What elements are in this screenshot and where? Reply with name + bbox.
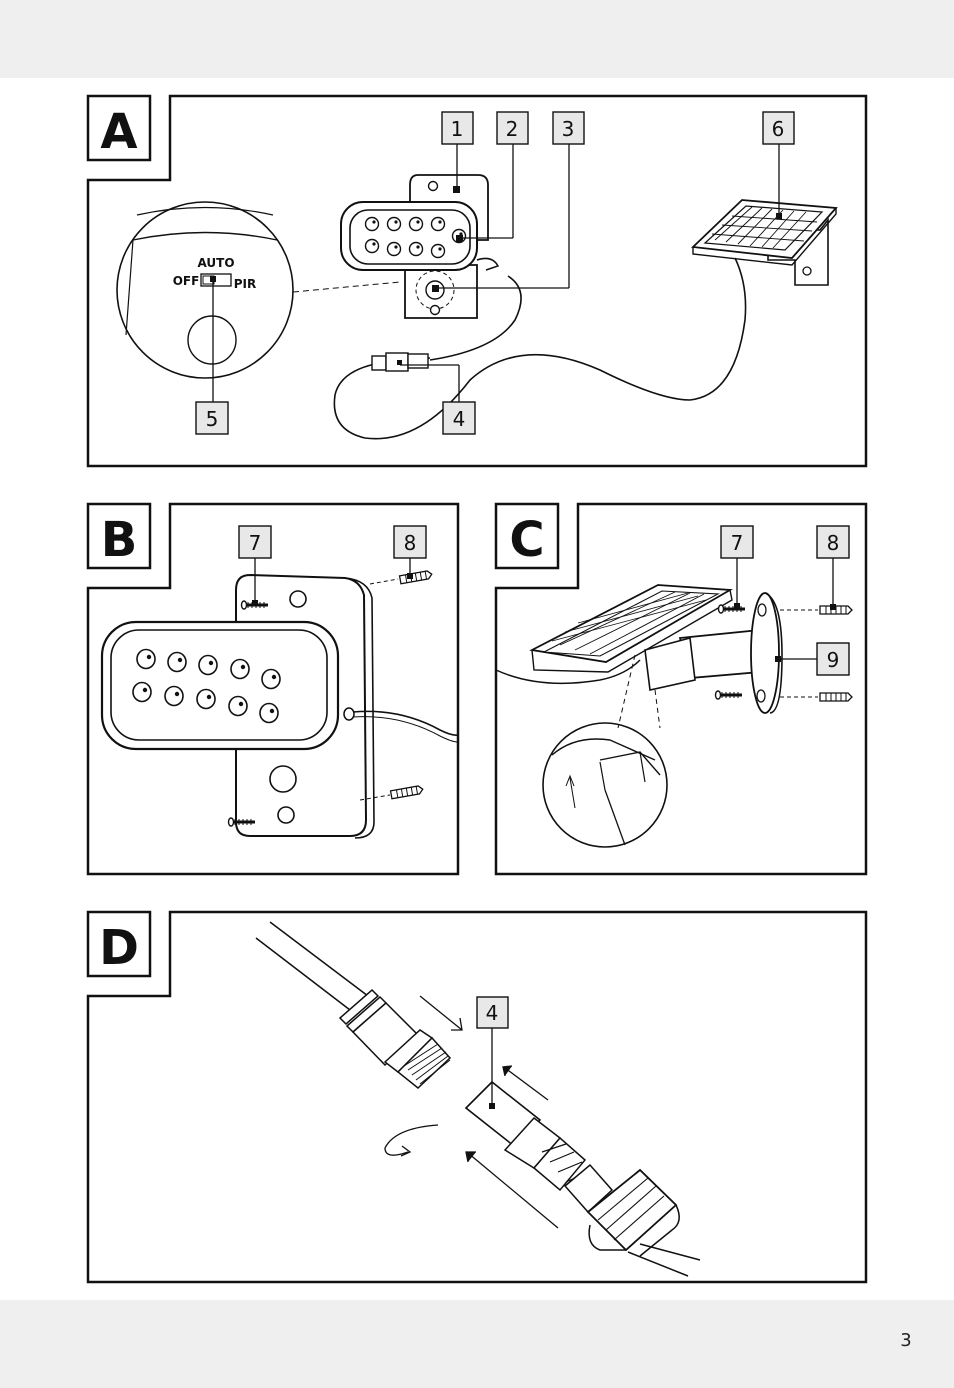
panel-c-letter: C <box>509 512 544 568</box>
svg-text:1: 1 <box>451 117 464 141</box>
panel-b-tag: B <box>88 504 150 568</box>
switch-off-label: OFF <box>173 274 200 288</box>
panel-a-tag: A <box>88 96 150 160</box>
panel-c: C <box>496 504 866 874</box>
panel-b: B <box>88 504 458 874</box>
panel-a-letter: A <box>100 104 137 160</box>
callout-8-b: 8 <box>394 526 426 558</box>
callout-7-c: 7 <box>721 526 753 558</box>
callout-2: 2 <box>497 112 528 144</box>
solar-panel-a <box>693 200 836 285</box>
svg-text:2: 2 <box>506 117 519 141</box>
callout-5: 5 <box>196 402 228 434</box>
svg-text:9: 9 <box>827 648 840 672</box>
svg-text:8: 8 <box>827 531 840 555</box>
svg-text:6: 6 <box>772 117 785 141</box>
svg-text:7: 7 <box>249 531 262 555</box>
switch-auto-label: AUTO <box>197 256 234 270</box>
solar-assembly-c <box>496 585 852 847</box>
panel-d-tag: D <box>88 912 150 976</box>
panel-c-tag: C <box>496 504 558 568</box>
callouts-d: 4 <box>477 997 508 1106</box>
page-number: 3 <box>896 1330 916 1351</box>
svg-text:3: 3 <box>562 117 575 141</box>
switch-pir-label: PIR <box>234 277 257 291</box>
svg-text:4: 4 <box>453 407 466 431</box>
callout-6: 6 <box>763 112 794 144</box>
lamp-assembly-a <box>341 175 498 318</box>
callout-9-c: 9 <box>817 643 849 675</box>
panel-d: D <box>88 912 866 1282</box>
svg-text:7: 7 <box>731 531 744 555</box>
panel-d-letter: D <box>99 920 139 976</box>
panel-a: A AUTO OFF PIR <box>88 96 866 466</box>
connector-detail-d <box>256 922 700 1276</box>
lamp-assembly-b <box>102 570 458 838</box>
svg-text:8: 8 <box>404 531 417 555</box>
callout-1: 1 <box>442 112 473 144</box>
callout-8-c: 8 <box>817 526 849 558</box>
svg-text:5: 5 <box>206 407 219 431</box>
callout-7-b: 7 <box>239 526 271 558</box>
callout-4: 4 <box>443 402 475 434</box>
svg-text:4: 4 <box>486 1001 499 1025</box>
callout-3: 3 <box>553 112 584 144</box>
cable-a <box>334 258 745 439</box>
callout-4-d: 4 <box>477 997 508 1028</box>
panel-b-letter: B <box>101 512 138 568</box>
